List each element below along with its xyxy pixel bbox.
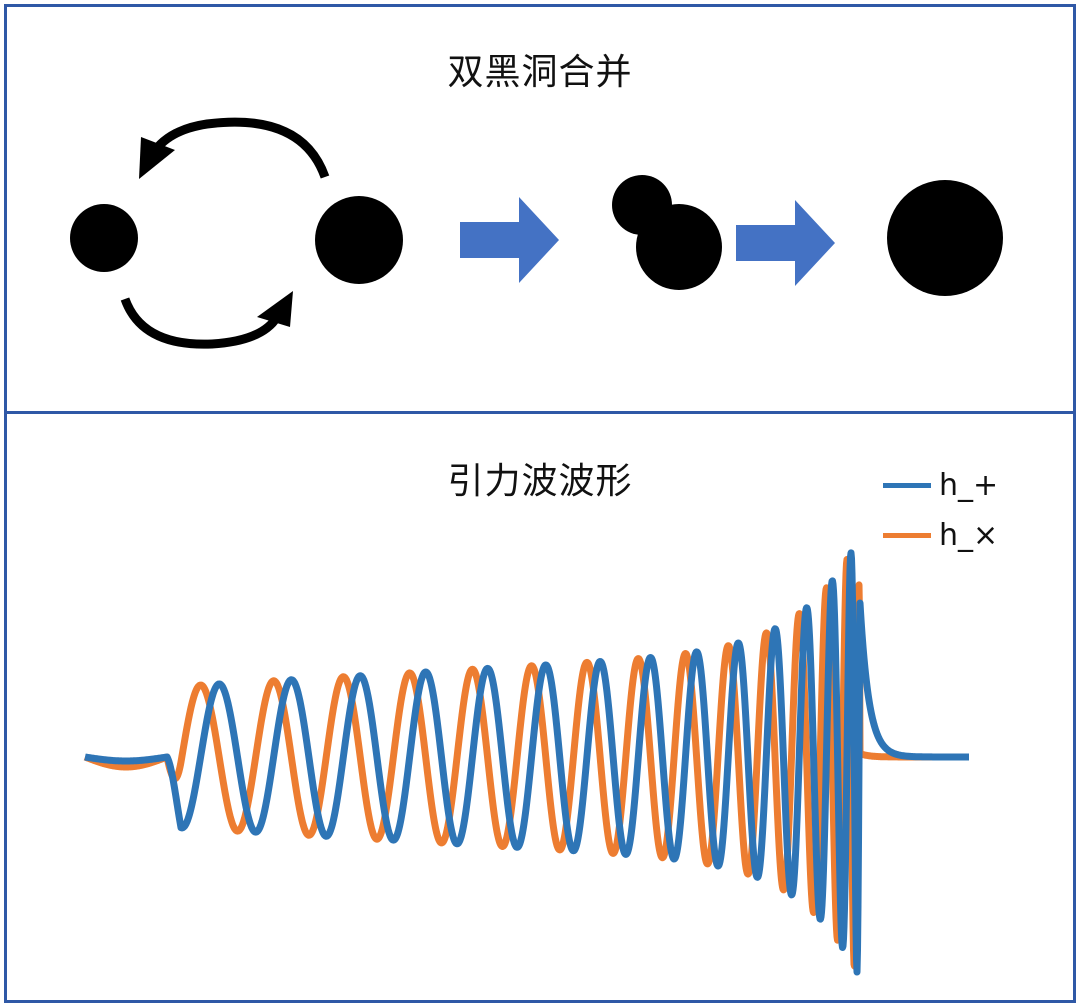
black-hole-right: [315, 196, 403, 284]
orbit-arrowhead-top: [139, 137, 175, 179]
legend-item-h-cross: h_×: [883, 510, 998, 560]
legend-item-h-plus: h_+: [883, 460, 998, 510]
merger-panel: 双黑洞合并: [4, 4, 1076, 414]
orbit-arrowhead-bottom: [257, 291, 293, 327]
legend-label-h-plus: h_+: [939, 468, 998, 503]
black-hole-left: [70, 204, 138, 272]
merging-black-hole-large: [636, 204, 722, 290]
legend-label-h-cross: h_×: [939, 518, 998, 553]
legend-swatch-h-plus: [883, 483, 931, 488]
orbit-arrow-bottom: [125, 299, 277, 344]
legend: h_+ h_×: [883, 460, 998, 560]
merger-diagram: [7, 7, 1073, 411]
waveform-panel: 引力波波形 h_+ h_×: [4, 411, 1076, 1003]
legend-swatch-h-cross: [883, 533, 931, 538]
process-arrow-2: [736, 200, 835, 286]
final-black-hole: [887, 180, 1003, 296]
process-arrow-1: [460, 197, 559, 283]
orbit-arrow-top: [152, 122, 325, 177]
